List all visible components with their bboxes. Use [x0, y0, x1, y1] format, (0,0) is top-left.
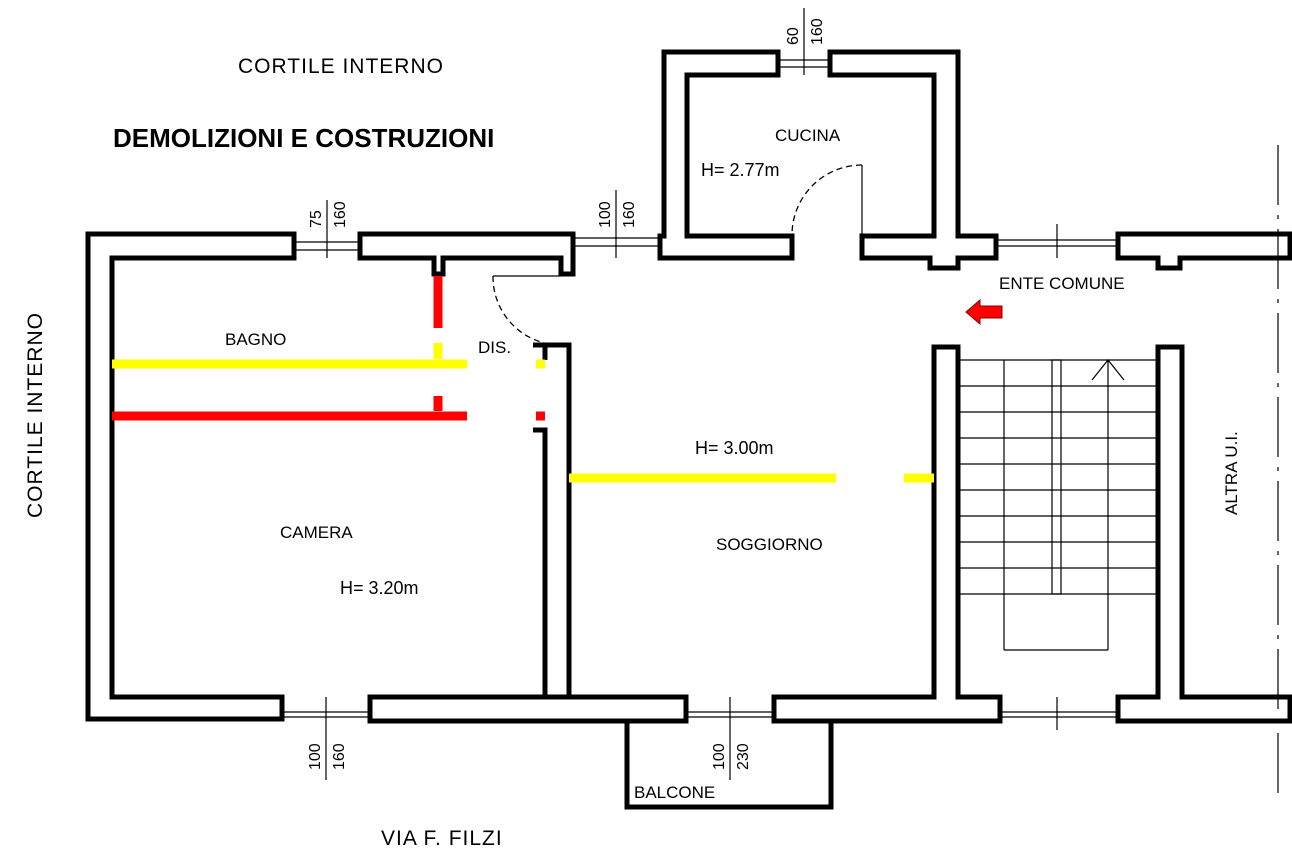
label-cortile-left: CORTILE INTERNO [24, 312, 47, 518]
wall-interior-dis [542, 342, 569, 360]
room-label-dis: DIS. [478, 338, 511, 357]
walls [85, 49, 1292, 810]
page-title: DEMOLIZIONI E COSTRUZIONI [113, 123, 494, 153]
room-label-camera: CAMERA [280, 523, 353, 542]
dim-dis-width: 100 [597, 201, 614, 228]
demolitions [112, 276, 545, 421]
dim-cucina-width: 60 [785, 27, 802, 45]
wall-balcony [624, 721, 834, 810]
dis-door-swing [492, 275, 562, 346]
wall-left-outer [85, 231, 297, 722]
room-label-cucina: CUCINA [775, 126, 841, 145]
dim-cucina-height: 160 [809, 18, 826, 45]
height-label-camera: H= 3.20m [340, 578, 419, 598]
wall-bottom-camera [367, 694, 689, 724]
wall-bottom-soggiorno [771, 344, 1003, 724]
window-lines [282, 8, 1118, 780]
room-label-bagno: BAGNO [225, 330, 286, 349]
label-altra-ui: ALTRA U.I. [1222, 431, 1241, 515]
wall-top-right [1115, 231, 1292, 271]
room-label-balcone: BALCONE [634, 783, 715, 802]
dim-bagno-width: 75 [308, 210, 325, 228]
wall-kitchen-left [657, 49, 795, 261]
cucina-door-swing [791, 164, 863, 237]
label-via: VIA F. FILZI [381, 827, 503, 850]
doors [492, 164, 863, 346]
label-ente-comune: ENTE COMUNE [999, 274, 1125, 293]
label-cortile-top: CORTILE INTERNO [238, 55, 444, 78]
opening-dimensions: 60 160 75 160 100 160 100 160 100 230 [307, 18, 826, 770]
dim-dis-height: 160 [621, 201, 638, 228]
stair-arrow-icon [1091, 359, 1125, 381]
room-label-soggiorno: SOGGIORNO [716, 535, 823, 554]
staircase [958, 359, 1158, 651]
entrance-arrow-icon [965, 298, 1003, 326]
wall-interior-camera [533, 342, 572, 700]
dim-balcone-width: 100 [711, 743, 728, 770]
height-label-soggiorno: H= 3.00m [695, 438, 774, 458]
dim-bagno-height: 160 [332, 201, 349, 228]
dim-camera-width: 100 [307, 743, 324, 770]
wall-top-bagno [357, 231, 576, 277]
height-label-cucina: H= 2.77m [701, 160, 780, 180]
wall-bottom-right [1115, 344, 1292, 724]
constructions [112, 343, 934, 483]
dim-camera-height: 160 [331, 743, 348, 770]
dim-balcone-height: 230 [735, 743, 752, 770]
wall-kitchen-right [827, 49, 999, 271]
